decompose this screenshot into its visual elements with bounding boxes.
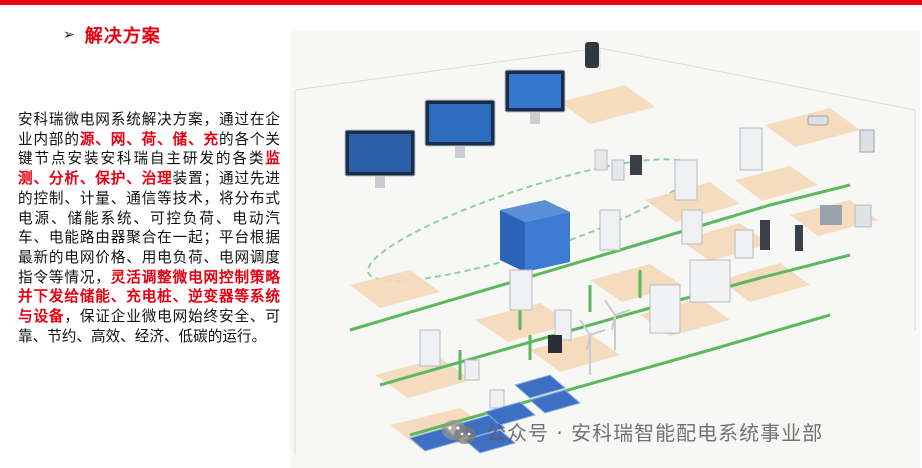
section-title: 解决方案 (84, 26, 161, 47)
description-text-3: 装置；通过先进的控制、计量、通信等技术，将分布式电源、储能系统、可控负荷、电动汽… (18, 170, 280, 286)
description-text-2: 的各个关键节点安装安科瑞自主研发的各类 (18, 130, 280, 168)
watermark-text: 公众号 · 安科瑞智能配电系统事业部 (486, 421, 824, 445)
description-text-1: 安科瑞微电网系统解决方案，通过在企业内部的 (18, 111, 280, 148)
watermark: 公众号 · 安科瑞智能配电系统事业部 (440, 417, 823, 446)
wind-turbines (579, 299, 631, 375)
description-text-4: ，保证企业微电网始终安全、可靠、节约、高效、经济、低碳的运行。 (18, 308, 280, 345)
phone-icon (585, 42, 599, 68)
surveillance-camera-icon (807, 115, 875, 153)
section-heading: ➢ 解决方案 (63, 22, 161, 48)
wechat-icon (440, 419, 478, 445)
microgrid-architecture-diagram (290, 30, 920, 468)
description-highlight-3: 灵活调整微电网控制策略并下发给储能、充电桩、逆变器等系统与设备 (18, 268, 280, 326)
field-devices (419, 127, 872, 409)
monitoring-screens (344, 42, 599, 188)
description-highlight-1: 源、网、荷、储、充 (79, 130, 219, 148)
arrow-bullet-icon: ➢ (63, 27, 75, 43)
description-highlight-2: 监测、分析、保护、治理 (18, 150, 280, 188)
room-outline (294, 47, 916, 455)
storage-cabinet (500, 200, 570, 272)
solution-description: 安科瑞微电网系统解决方案，通过在企业内部的源、网、荷、储、充的各个关键节点安装安… (18, 110, 280, 346)
microgrid-illustration (294, 42, 916, 455)
top-red-bar (0, 0, 922, 5)
